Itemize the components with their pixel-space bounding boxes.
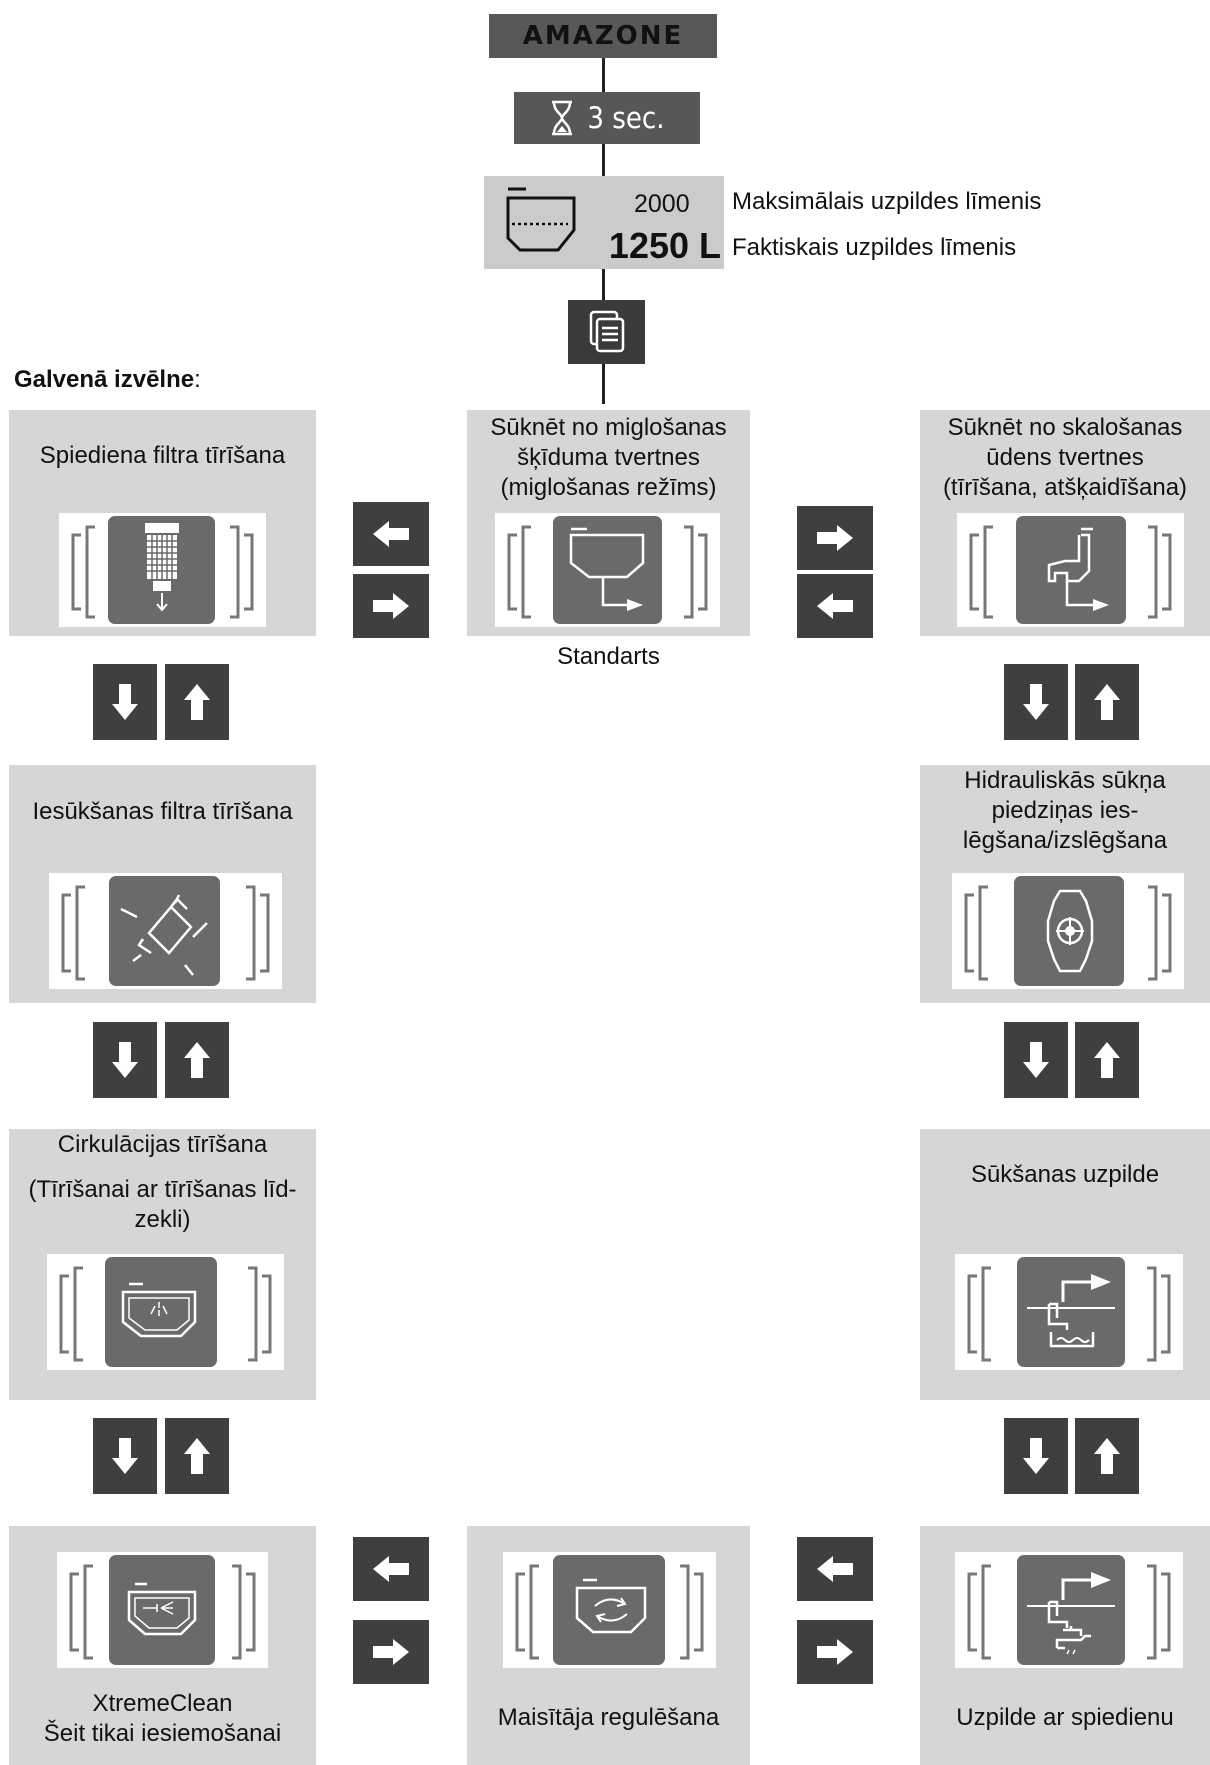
nav-up-button[interactable] xyxy=(165,1418,229,1494)
nav-up-button[interactable] xyxy=(1075,1022,1139,1098)
suction-filter-panel[interactable]: Iesūkšanas filtra tīrīšana xyxy=(9,765,316,1003)
circulation-cleaning-panel[interactable]: Cirkulācijas tīrīšana (Tīrīšanai ar tīrī… xyxy=(9,1129,316,1400)
connector-line xyxy=(602,364,605,404)
panel-title: Sūkšanas uzpilde xyxy=(970,1161,1160,1188)
nav-up-button[interactable] xyxy=(165,664,229,740)
panel-title: Cirkulācijas tīrīšana xyxy=(57,1131,268,1158)
nav-down-button[interactable] xyxy=(1004,1418,1068,1494)
agitator-icon-frame xyxy=(503,1552,716,1668)
pump-rinse-panel[interactable]: Sūknēt no skalošanas ūdens tvertnes (tīr… xyxy=(920,410,1210,636)
arrow-right-icon xyxy=(817,1639,853,1665)
panel-title: Hidrauliskās sūkņa piedziņas ies- lēgšan… xyxy=(962,767,1168,854)
arrow-down-icon xyxy=(1023,684,1049,720)
pump-sprayer-panel[interactable]: Sūknēt no miglošanas šķīduma tvertnes (m… xyxy=(467,410,750,636)
suction-fill-icon-frame xyxy=(955,1254,1183,1370)
arrow-right-icon xyxy=(817,525,853,551)
pump-rinse-icon-frame xyxy=(957,513,1184,627)
hydraulic-pump-icon-frame xyxy=(952,873,1184,989)
nav-left-button[interactable] xyxy=(353,1537,429,1601)
arrow-down-icon xyxy=(1023,1042,1049,1078)
xtremeclean-icon-frame xyxy=(57,1552,268,1668)
arrow-up-icon xyxy=(1094,1042,1120,1078)
arrow-up-icon xyxy=(1094,1438,1120,1474)
nav-right-button[interactable] xyxy=(353,1620,429,1684)
tank-status: 2000 1250 L xyxy=(484,176,724,269)
nav-down-button[interactable] xyxy=(1004,664,1068,740)
circulation-icon-frame xyxy=(47,1254,284,1370)
nav-left-button[interactable] xyxy=(797,574,873,638)
arrow-left-icon xyxy=(373,521,409,547)
panel-caption: Uzpilde ar spiedienu xyxy=(956,1704,1174,1731)
arrow-up-icon xyxy=(184,684,210,720)
nav-down-button[interactable] xyxy=(1004,1022,1068,1098)
nav-left-button[interactable] xyxy=(797,1537,873,1601)
menu-icon xyxy=(589,310,624,353)
main-menu-button[interactable] xyxy=(568,300,645,364)
arrow-right-icon xyxy=(373,593,409,619)
standard-caption: Standarts xyxy=(557,643,660,670)
agitator-icon xyxy=(575,1578,647,1634)
nav-down-button[interactable] xyxy=(93,664,157,740)
amazone-logo: AMAZONE xyxy=(489,14,717,58)
pressure-filter-icon-frame xyxy=(59,513,266,627)
panel-title: Spiediena filtra tīrīšana xyxy=(39,442,286,469)
actual-fill-label: Faktiskais uzpildes līmenis xyxy=(732,234,1017,261)
nav-up-button[interactable] xyxy=(1075,1418,1139,1494)
suction-filter-icon-frame xyxy=(49,873,282,989)
hydraulic-pump-icon xyxy=(1046,889,1094,973)
nav-right-button[interactable] xyxy=(797,506,873,570)
pump-sprayer-icon xyxy=(569,527,645,611)
panel-caption: XtremeClean Šeit tikai iesiemošanai xyxy=(43,1690,282,1747)
arrow-left-icon xyxy=(817,1556,853,1582)
max-fill-value: 2000 xyxy=(634,190,690,218)
suction-fill-panel[interactable]: Sūkšanas uzpilde xyxy=(920,1129,1210,1400)
startup-timer: 3 sec. xyxy=(514,92,700,144)
pressure-filter-icon xyxy=(145,523,179,612)
suction-filter-icon xyxy=(120,894,208,976)
arrow-up-icon xyxy=(184,1042,210,1078)
timer-text: 3 sec. xyxy=(587,101,665,135)
arrow-up-icon xyxy=(1094,684,1120,720)
panel-title: Sūknēt no miglošanas šķīduma tvertnes (m… xyxy=(490,414,727,501)
arrow-left-icon xyxy=(373,1556,409,1582)
nav-up-button[interactable] xyxy=(165,1022,229,1098)
arrow-left-icon xyxy=(817,593,853,619)
arrow-down-icon xyxy=(112,1042,138,1078)
arrow-down-icon xyxy=(1023,1438,1049,1474)
nav-right-button[interactable] xyxy=(797,1620,873,1684)
actual-fill-value: 1250 L xyxy=(608,225,721,266)
hydraulic-pump-panel[interactable]: Hidrauliskās sūkņa piedziņas ies- lēgšan… xyxy=(920,765,1210,1003)
xtremeclean-icon xyxy=(127,1582,197,1636)
arrow-up-icon xyxy=(184,1438,210,1474)
nav-down-button[interactable] xyxy=(93,1022,157,1098)
nav-left-button[interactable] xyxy=(353,502,429,566)
panel-subtitle: (Tīrīšanai ar tīrīšanas līd- zekli) xyxy=(28,1176,297,1233)
xtremeclean-panel[interactable]: XtremeClean Šeit tikai iesiemošanai xyxy=(9,1526,316,1765)
arrow-right-icon xyxy=(373,1639,409,1665)
nav-down-button[interactable] xyxy=(93,1418,157,1494)
max-fill-label: Maksimālais uzpildes līmenis xyxy=(732,188,1042,215)
pump-rinse-icon xyxy=(1047,527,1109,611)
connector-line xyxy=(602,58,605,92)
panel-title: Iesūkšanas filtra tīrīšana xyxy=(32,798,293,825)
panel-caption: Maisītāja regulēšana xyxy=(497,1704,720,1731)
nav-right-button[interactable] xyxy=(353,574,429,638)
arrow-down-icon xyxy=(112,684,138,720)
tank-icon xyxy=(506,187,576,252)
pressure-fill-panel[interactable]: Uzpilde ar spiedienu xyxy=(920,1526,1210,1765)
pressure-fill-icon-frame xyxy=(955,1552,1183,1668)
pressure-filter-panel[interactable]: Spiediena filtra tīrīšana xyxy=(9,410,316,636)
connector-line xyxy=(602,269,605,300)
suction-fill-icon xyxy=(1027,1274,1115,1348)
arrow-down-icon xyxy=(112,1438,138,1474)
main-menu-title: Galvenā izvēlne: xyxy=(14,366,201,393)
circulation-icon xyxy=(121,1282,197,1338)
connector-line xyxy=(602,144,605,176)
hourglass-icon xyxy=(552,100,573,136)
pressure-fill-icon xyxy=(1027,1572,1115,1655)
agitator-panel[interactable]: Maisītāja regulēšana xyxy=(467,1526,750,1765)
panel-title: Sūknēt no skalošanas ūdens tvertnes (tīr… xyxy=(942,414,1188,501)
pump-sprayer-icon-frame xyxy=(495,513,720,627)
nav-up-button[interactable] xyxy=(1075,664,1139,740)
